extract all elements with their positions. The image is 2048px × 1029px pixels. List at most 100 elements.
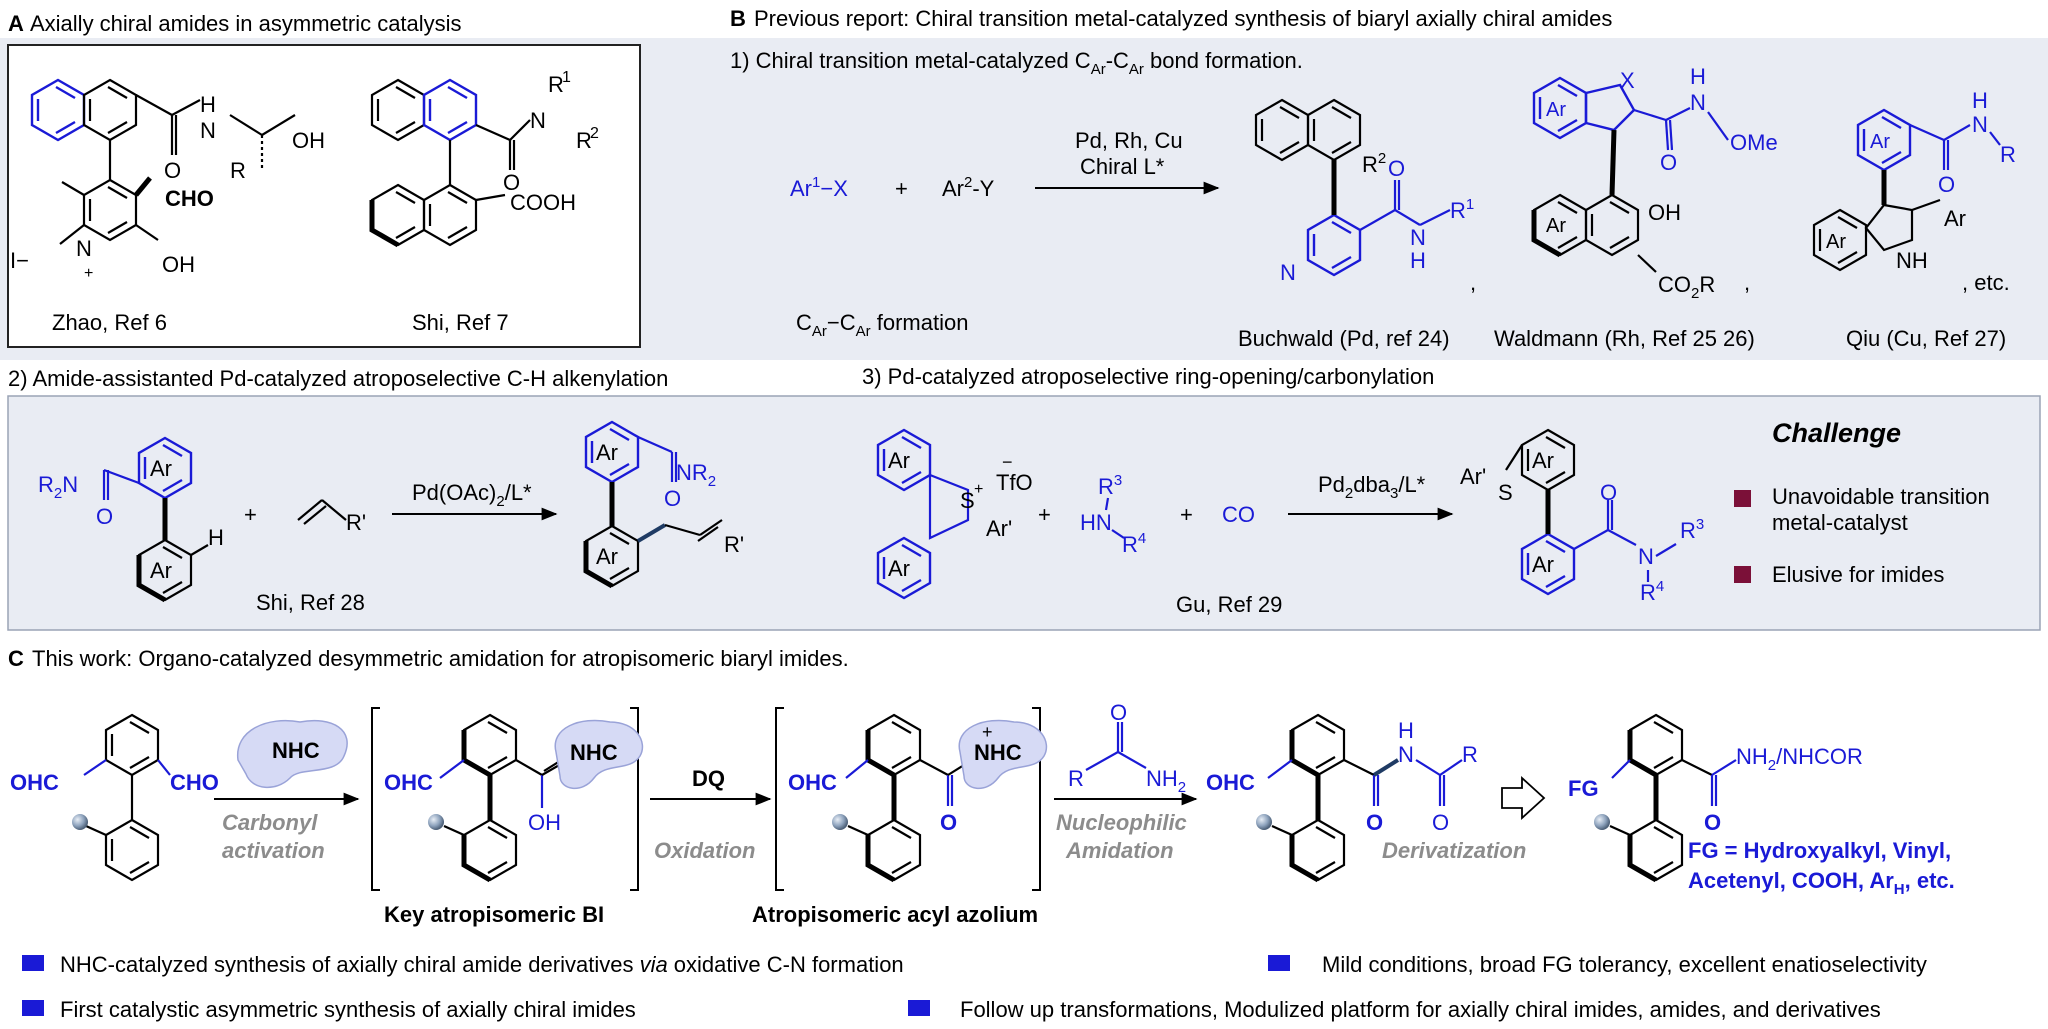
shi-r2: R <box>576 128 592 153</box>
oxidation-label: Oxidation <box>654 838 755 863</box>
imide-h: H <box>1398 718 1414 743</box>
s3-amine: R3 HN R4 <box>1080 472 1146 557</box>
bullet-3: First catalystic asymmetric synthesis of… <box>60 997 636 1022</box>
qiu-ar2: Ar <box>1944 206 1966 231</box>
azolium-nhc: NHC <box>974 740 1022 765</box>
s2-plus: + <box>244 502 257 527</box>
acyl-azolium-molecule: NHC + OHC O <box>788 715 1048 880</box>
section2-substrate: R2N Ar O H Ar <box>38 436 224 600</box>
waldmann-oh: OH <box>1648 200 1681 225</box>
qiu-ar3: Ar <box>1826 231 1846 253</box>
nhc-blob-label: NHC <box>272 738 320 763</box>
imide-r: R <box>1462 742 1478 767</box>
amide-r: R <box>1068 766 1084 791</box>
s2p-ar-top: Ar <box>596 440 618 465</box>
challenge-item-1b: metal-catalyst <box>1772 510 1908 535</box>
challenge-item-2: Elusive for imides <box>1772 562 1944 587</box>
zhao-r: R <box>230 158 246 183</box>
step1-label-b: activation <box>222 838 325 863</box>
qiu-h: H <box>1972 88 1988 113</box>
s2p-nr2: NR2 <box>676 460 716 490</box>
s3p-o: O <box>1600 480 1617 505</box>
zhao-h: H <box>200 92 216 117</box>
s2-ref: Shi, Ref 28 <box>256 590 365 615</box>
summary-bullets: NHC-catalyzed synthesis of axially chira… <box>22 952 1927 1022</box>
derivative-product: FG NH2/NHCOR O <box>1568 715 1863 880</box>
zhao-n-plus: N <box>76 236 92 261</box>
panel-23-frame <box>7 395 2041 631</box>
imide-ohc: OHC <box>1206 770 1255 795</box>
qiu-n: N <box>1972 112 1988 137</box>
bracket-1-left <box>371 707 380 891</box>
waldmann-x: X <box>1620 68 1635 93</box>
zhao-n: N <box>200 118 216 143</box>
s3p-arp: Ar' <box>1460 464 1486 489</box>
plus-sign-b1: + <box>895 176 908 201</box>
shi-n: N <box>530 108 546 133</box>
fg-line2: Acetenyl, COOH, ArH, etc. <box>1688 868 1955 898</box>
buchwald-n: N <box>1410 225 1426 250</box>
s3-ref: Gu, Ref 29 <box>1176 592 1282 617</box>
s2-r-prime: R' <box>346 510 366 535</box>
zhao-i-minus: I− <box>10 248 29 273</box>
waldmann-molecule: Ar X H N OMe O OH Ar CO2R , Waldmann (Rh… <box>1494 64 1778 351</box>
azolium-ohc: OHC <box>788 770 837 795</box>
step1-label-a: Carbonyl <box>222 810 318 835</box>
s2p-o: O <box>664 486 681 511</box>
s3-tfo: TfO <box>996 470 1033 495</box>
s3-cond: Pd2dba3/L* <box>1318 472 1426 502</box>
dq-label: DQ <box>692 766 725 791</box>
car-car-formation: CAr−CAr formation <box>796 310 968 340</box>
s2-o: O <box>96 504 113 529</box>
ar1x-reagent: Ar1−X <box>790 174 848 201</box>
qiu-nh: NH <box>1896 248 1928 273</box>
s3-ar-prime: Ar' <box>986 516 1012 541</box>
s3-ar-top: Ar <box>888 448 910 473</box>
s2p-ar-bot: Ar <box>596 544 618 569</box>
amide-reagent: O R NH2 <box>1068 700 1186 796</box>
bracket-2-left <box>775 707 784 891</box>
acyl-azolium-caption: Atropisomeric acyl azolium <box>752 902 1038 927</box>
s2-ar-top: Ar <box>150 456 172 481</box>
panel-c-letter: C <box>8 646 24 671</box>
bullet-marker-2 <box>1268 955 1290 971</box>
s3p-ar1: Ar <box>1532 448 1554 473</box>
panel-b1-background <box>708 38 2048 360</box>
zhao-o: O <box>164 158 181 183</box>
shi-r1-num: 1 <box>562 69 571 86</box>
waldmann-comma: , <box>1744 270 1750 295</box>
s2-cond: Pd(OAc)2/L* <box>412 480 532 510</box>
panel-a-letter: A <box>8 11 24 36</box>
panel-c: C This work: Organo-catalyzed desymmetri… <box>8 646 1955 927</box>
s3-s-plus: + <box>974 481 983 498</box>
imide-n: N <box>1398 742 1414 767</box>
key-bi-caption: Key atropisomeric BI <box>384 902 604 927</box>
waldmann-ome: OMe <box>1730 130 1778 155</box>
panel-b: B Previous report: Chiral transition met… <box>708 6 2048 360</box>
deriv-nh2: NH2/NHCOR <box>1736 744 1863 774</box>
buchwald-ref: Buchwald (Pd, ref 24) <box>1238 326 1450 351</box>
zhao-ref: Zhao, Ref 6 <box>52 310 167 335</box>
qiu-o: O <box>1938 172 1955 197</box>
bullet-marker-4 <box>908 1000 930 1016</box>
panel-b-letter: B <box>730 6 746 31</box>
panel-a-frame <box>7 44 641 348</box>
qiu-ar1: Ar <box>1870 131 1890 153</box>
azolium-o: O <box>940 810 957 835</box>
s3p-s: S <box>1498 480 1513 505</box>
panel-a-title: Axially chiral amides in asymmetric cata… <box>30 11 462 36</box>
shi-molecule: R 1 N R 2 O COOH Shi, Ref 7 <box>372 69 599 335</box>
c-cho1: CHO <box>170 770 219 795</box>
imide-product: OHC H N R O O <box>1206 715 1478 880</box>
zhao-cho: CHO <box>165 186 214 211</box>
qiu-molecule: Ar H N R O Ar Ar NH , etc. Qiu (Cu, Ref … <box>1812 88 2016 351</box>
section3-substrate: Ar Ar S + Ar' TfO − <box>876 428 1033 600</box>
c-ohc1: OHC <box>10 770 59 795</box>
key-bi-oh: OH <box>528 810 561 835</box>
step3-label-b: Amidation <box>1065 838 1174 863</box>
shi-ref: Shi, Ref 7 <box>412 310 509 335</box>
zhao-oh2: OH <box>162 252 195 277</box>
section2-title: 2) Amide-assistanted Pd-catalyzed atropo… <box>8 366 668 391</box>
challenge-item-1a: Unavoidable transition <box>1772 484 1990 509</box>
